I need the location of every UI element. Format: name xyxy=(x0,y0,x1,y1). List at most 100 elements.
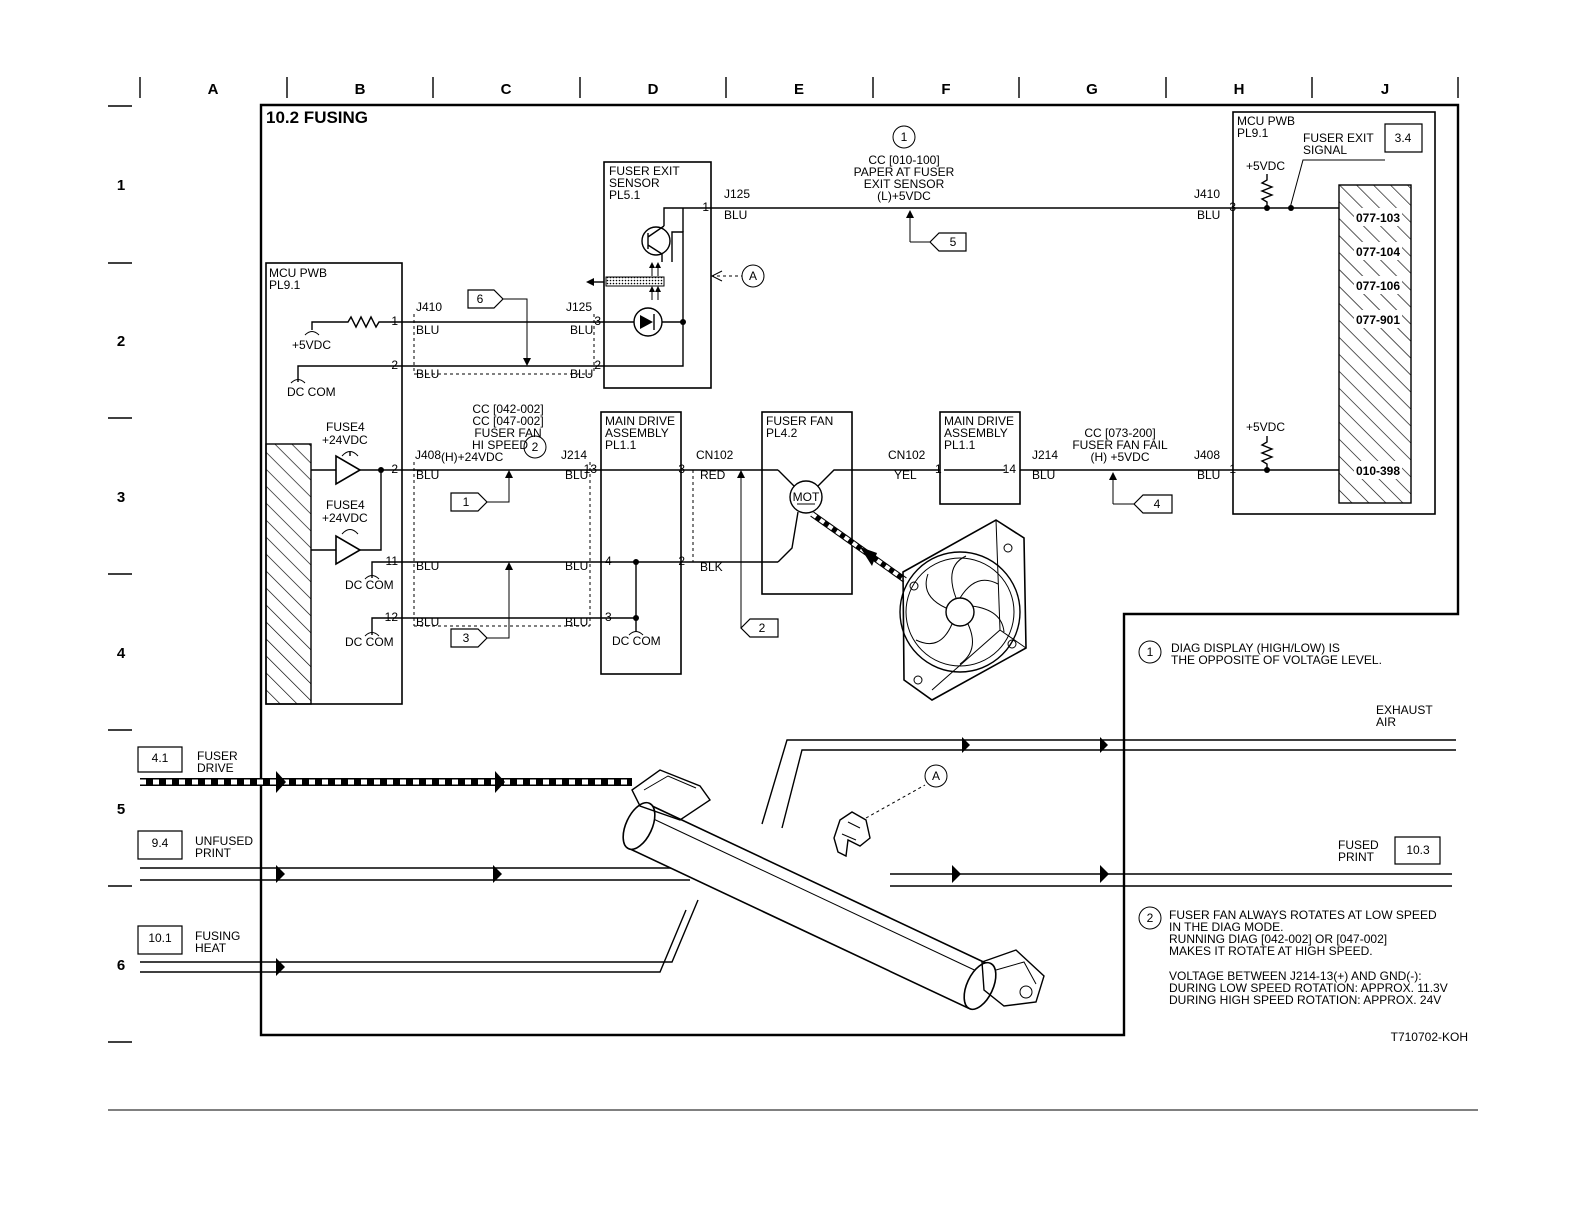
dccom-label: DC COM xyxy=(612,634,661,648)
cc-label: PAPER AT FUSER xyxy=(854,165,955,179)
grid-col-label: G xyxy=(1086,81,1098,98)
exit-signal-label: FUSER EXIT xyxy=(1303,131,1374,145)
cc-label: CC [042-002] xyxy=(472,402,543,416)
vdc-label: +5VDC xyxy=(1246,420,1285,434)
grid-row-label: 1 xyxy=(117,177,125,194)
flow-label: PRINT xyxy=(1338,850,1375,864)
cc-label: FUSER FAN FAIL xyxy=(1072,438,1168,452)
cc-label: CC [010-100] xyxy=(868,153,939,167)
mcu-pwb-right: MCU PWB PL9.1 FUSER EXIT SIGNAL 3.4 +5VD… xyxy=(1232,111,1436,515)
cc-label: CC [047-002] xyxy=(472,414,543,428)
connector-label: J408 xyxy=(415,448,441,462)
flow-label: HEAT xyxy=(195,941,227,955)
main-drive-assembly-1: MAIN DRIVE ASSEMBLY PL1.1 DC COM 13 4 3 … xyxy=(584,411,685,675)
callout-label: 1 xyxy=(1147,645,1154,659)
pin-number: 3 xyxy=(594,314,601,328)
connector-label: J410 xyxy=(1194,187,1220,201)
motor-label: MOT xyxy=(793,490,820,504)
connector-label: J408 xyxy=(1194,448,1220,462)
status-code: 077-103 xyxy=(1356,211,1400,225)
note-text: FUSER FAN ALWAYS ROTATES AT LOW SPEED xyxy=(1169,908,1437,922)
fan-icon xyxy=(899,519,1027,701)
fuse4-voltage-2: +24VDC xyxy=(322,511,368,525)
signal-exit-sensor: J125 BLU J410 BLU 3 1 CC [010-100] PAPER… xyxy=(711,125,1236,252)
flow-fuser-drive: 4.1 FUSER DRIVE xyxy=(137,746,632,793)
flag-label: 5 xyxy=(950,235,957,249)
callout-label: A xyxy=(749,269,757,283)
wire-color: BLU xyxy=(1197,468,1220,482)
callout-label: 2 xyxy=(532,440,539,454)
grid-row-label: 3 xyxy=(117,489,125,506)
wire-color: BLU xyxy=(570,367,593,381)
grid-col-label: C xyxy=(501,81,512,98)
status-code: 077-106 xyxy=(1356,279,1400,293)
status-code: 010-398 xyxy=(1356,464,1400,478)
grid-col-label: A xyxy=(208,81,219,98)
cc-label: (H)+24VDC xyxy=(441,450,504,464)
fuse4-label-2: FUSE4 xyxy=(326,498,365,512)
mcu-left-5vdc: +5VDC xyxy=(292,338,331,352)
sensor-name: SENSOR xyxy=(609,176,660,190)
connector-label: CN102 xyxy=(888,448,926,462)
note-text: DIAG DISPLAY (HIGH/LOW) IS xyxy=(1171,641,1340,655)
ref-3-4: 3.4 xyxy=(1395,131,1412,145)
flow-ref: 10.3 xyxy=(1406,843,1430,857)
flow-label: UNFUSED xyxy=(195,834,253,848)
grid-col-label: H xyxy=(1234,81,1245,98)
grid-row-label: 2 xyxy=(117,333,125,350)
flag-label: 2 xyxy=(759,621,766,635)
note-text: DURING HIGH SPEED ROTATION: APPROX. 24V xyxy=(1169,993,1441,1007)
fuse4-voltage: +24VDC xyxy=(322,433,368,447)
note-text: IN THE DIAG MODE. xyxy=(1169,920,1283,934)
fan-pl: PL4.2 xyxy=(766,426,798,440)
figure-id: T710702-KOH xyxy=(1391,1030,1468,1044)
wire-color: BLK xyxy=(700,560,723,574)
harness-j410-j125: J410 J125 BLU BLU BLU BLU 3 2 6 xyxy=(402,289,604,381)
flag-label: 4 xyxy=(1154,497,1161,511)
wire-color: BLU xyxy=(416,367,439,381)
pin-number: 4 xyxy=(605,554,612,568)
flow-label: DRIVE xyxy=(197,761,234,775)
exit-signal-label: SIGNAL xyxy=(1303,143,1347,157)
cc-label: (L)+5VDC xyxy=(877,189,931,203)
wire-color: BLU xyxy=(416,559,439,573)
callout-circle xyxy=(741,264,765,288)
flow-exhaust-air: EXHAUST AIR xyxy=(761,703,1456,829)
fan-name: FUSER FAN xyxy=(766,414,833,428)
callout-label: 1 xyxy=(901,130,908,144)
grid-col-label: F xyxy=(941,81,950,98)
note-text: DURING LOW SPEED ROTATION: APPROX. 11.3V xyxy=(1169,981,1448,995)
status-code: 077-901 xyxy=(1356,313,1400,327)
pin-number: 2 xyxy=(391,358,398,372)
flow-label: PRINT xyxy=(195,846,232,860)
assembly-name: ASSEMBLY xyxy=(944,426,1008,440)
flow-ref: 4.1 xyxy=(152,751,169,765)
flag-label: 6 xyxy=(477,292,484,306)
callout-label: A xyxy=(932,769,940,783)
wire-color: BLU xyxy=(565,615,588,629)
assembly-pl: PL1.1 xyxy=(605,438,637,452)
mcu-right-name: MCU PWB xyxy=(1237,114,1295,128)
connector-label: J214 xyxy=(1032,448,1058,462)
pin-number: 13 xyxy=(584,462,598,476)
test-point-flag xyxy=(467,289,504,309)
flag-label: 1 xyxy=(463,495,470,509)
wire-color: BLU xyxy=(724,208,747,222)
note-text: RUNNING DIAG [042-002] OR [047-002] xyxy=(1169,932,1387,946)
motor-symbol xyxy=(789,480,823,514)
grid-row-labels: 1 2 3 4 5 6 xyxy=(108,105,132,1043)
flow-fused-print: FUSED PRINT 10.3 xyxy=(890,836,1452,887)
mcu-left-dccom: DC COM xyxy=(287,385,336,399)
vdc-label: +5VDC xyxy=(1246,159,1285,173)
pin-number: 3 xyxy=(605,610,612,624)
diagram-frame xyxy=(259,103,1460,1037)
grid-col-label: D xyxy=(648,81,659,98)
connector-label: J125 xyxy=(724,187,750,201)
note-2: 2 FUSER FAN ALWAYS ROTATES AT LOW SPEED … xyxy=(1138,906,1448,1007)
mcu-left-pl: PL9.1 xyxy=(269,278,301,292)
grid-column-labels: A B C D E F G H J xyxy=(139,77,1459,98)
cc-label: CC [073-200] xyxy=(1084,426,1155,440)
pin-number: 14 xyxy=(1003,462,1017,476)
grid-col-label: B xyxy=(355,81,366,98)
pin-number: 11 xyxy=(386,554,399,568)
